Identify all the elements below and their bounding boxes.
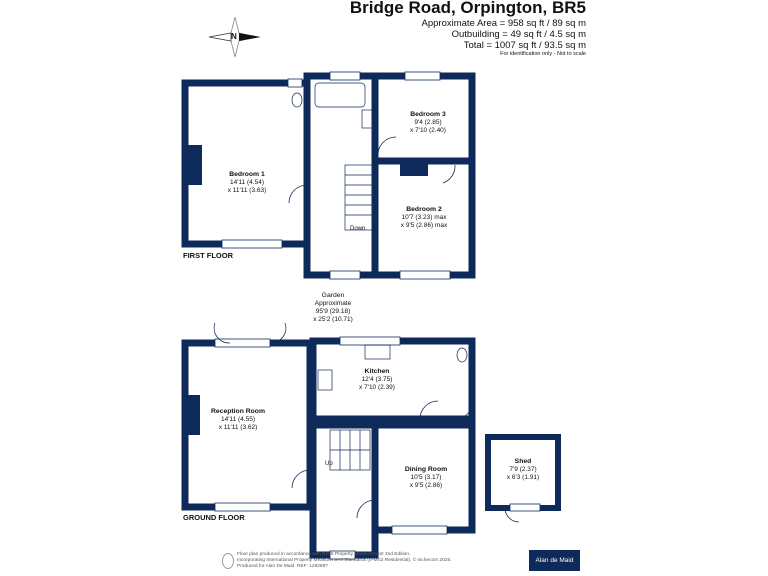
ground-floor-label: GROUND FLOOR — [183, 513, 245, 522]
footer-text: Floor plan produced in accordance with R… — [237, 552, 537, 570]
landing-walls — [303, 72, 379, 279]
first-floor-label: FIRST FLOOR — [183, 251, 233, 260]
room-name: Kitchen — [364, 368, 390, 375]
room-dim: x 25'2 (10.71) — [313, 316, 353, 323]
sink-icon — [364, 344, 391, 360]
room-dining: Dining Room 10'5 (3.17) x 9'5 (2.86) — [405, 466, 447, 490]
room-dim: x 9'5 (2.86) max — [400, 222, 448, 229]
room-dim: 10'7 (3.23) max — [401, 214, 447, 221]
footer-line: Floor plan produced in accordance with R… — [237, 552, 411, 557]
room-bedroom-2: Bedroom 2 10'7 (3.23) max x 9'5 (2.86) m… — [401, 206, 447, 230]
room-name: Bedroom 2 — [406, 206, 442, 213]
room-name: Reception Room — [210, 408, 266, 415]
room-name: Garden — [321, 292, 345, 299]
room-name: Shed — [514, 458, 532, 465]
room-name: Bedroom 1 — [229, 171, 265, 178]
room-bedroom-3: Bedroom 3 9'4 (2.85) x 7'10 (2.40) — [410, 111, 446, 135]
stairs-up-label: Up — [325, 461, 333, 467]
footer-line: Produced for Alan De Maid. REF: 1282897 — [237, 564, 328, 569]
bedroom-1-walls — [181, 79, 311, 248]
room-reception: Reception Room 14'11 (4.55) x 11'11 (3.6… — [211, 408, 265, 432]
door-swings — [213, 136, 520, 523]
room-dim: 95'9 (29.18) — [315, 308, 351, 315]
room-dim: x 7'10 (2.39) — [359, 384, 395, 391]
stairs — [329, 164, 373, 471]
outbuilding-area: Outbuilding = 49 sq ft / 4.5 sq m — [451, 29, 586, 40]
walls — [181, 72, 561, 559]
room-name: Dining Room — [404, 466, 448, 473]
brand-logo: Alan de Maid — [529, 550, 580, 571]
compass-north-label: N — [231, 32, 237, 41]
stairs-down-label: Down — [350, 226, 366, 232]
room-dim: 9'4 (2.85) — [414, 119, 442, 126]
hall-walls — [309, 421, 379, 559]
room-dim: 14'11 (4.55) — [220, 416, 256, 423]
scale-note: For identification only - Not to scale — [500, 51, 586, 57]
room-dim: 10'5 (3.17) — [410, 474, 442, 481]
room-kitchen: Kitchen 12'4 (3.75) x 7'10 (2.39) — [359, 368, 395, 392]
room-dim: x 9'5 (2.86) — [409, 482, 443, 489]
ground-toilet-icon — [456, 347, 468, 363]
room-name: Bedroom 3 — [410, 111, 446, 118]
room-dim: Approximate — [314, 300, 352, 307]
hob-icon — [317, 369, 333, 391]
room-dim: x 7'10 (2.40) — [410, 127, 446, 134]
fixtures — [291, 82, 468, 391]
bath-icon — [314, 82, 366, 108]
approx-area: Approximate Area = 958 sq ft / 89 sq m — [421, 18, 587, 29]
windows — [214, 71, 541, 560]
garden-label: Garden Approximate 95'9 (29.18) x 25'2 (… — [313, 292, 353, 324]
room-dim: x 6'3 (1.91) — [506, 474, 540, 481]
chimney-breasts — [188, 145, 428, 435]
room-shed: Shed 7'9 (2.37) x 6'3 (1.91) — [507, 458, 539, 482]
basin-icon — [361, 109, 373, 129]
property-title: Bridge Road, Orpington, BR5 — [349, 0, 586, 17]
room-dim: x 11'11 (3.63) — [227, 187, 267, 194]
room-dim: x 11'11 (3.62) — [218, 424, 258, 431]
total-area: Total = 1007 sq ft / 93.5 sq m — [463, 40, 586, 51]
room-dim: 7'9 (2.37) — [509, 466, 537, 473]
info-icon — [222, 553, 234, 569]
footer-line: Incorporating International Property Mea… — [237, 558, 452, 563]
toilet-icon — [291, 92, 303, 108]
room-dim: 14'11 (4.54) — [229, 179, 265, 186]
room-bedroom-1: Bedroom 1 14'11 (4.54) x 11'11 (3.63) — [228, 171, 267, 195]
room-dim: 12'4 (3.75) — [361, 376, 393, 383]
compass-icon — [208, 16, 261, 58]
